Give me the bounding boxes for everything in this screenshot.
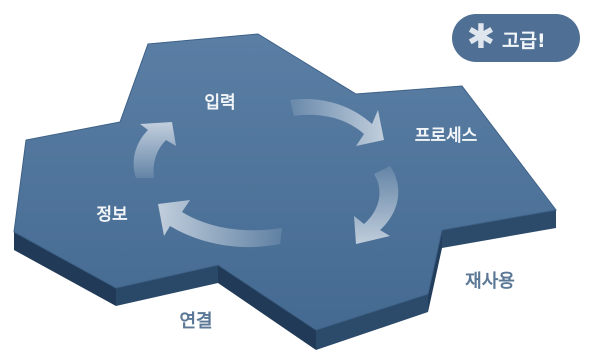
slab-side-bottom-right <box>316 294 428 350</box>
label-reuse: 재사용 <box>465 271 515 292</box>
slab-side-right-notch <box>428 230 442 312</box>
slab-side-bottom-left <box>116 265 218 306</box>
cycle-arrow-top <box>290 99 384 146</box>
cycle-arrow-bottom <box>158 200 282 248</box>
label-process: 프로세스 <box>415 126 478 146</box>
label-connect: 연결 <box>179 311 212 332</box>
slab-side-left <box>14 232 116 306</box>
slab-side-right <box>442 210 556 248</box>
cycle-arrow-left <box>133 122 176 178</box>
label-information: 정보 <box>96 205 128 225</box>
hexagon-cross-top-face <box>13 33 557 331</box>
label-input: 입력 <box>204 93 235 113</box>
advanced-badge[interactable]: ✱ 고급! <box>452 14 580 62</box>
asterisk-icon: ✱ <box>466 17 496 57</box>
slab-side-bottom <box>218 265 316 350</box>
advanced-badge-label: 고급! <box>502 30 546 52</box>
cycle-arrow-right <box>354 166 399 244</box>
